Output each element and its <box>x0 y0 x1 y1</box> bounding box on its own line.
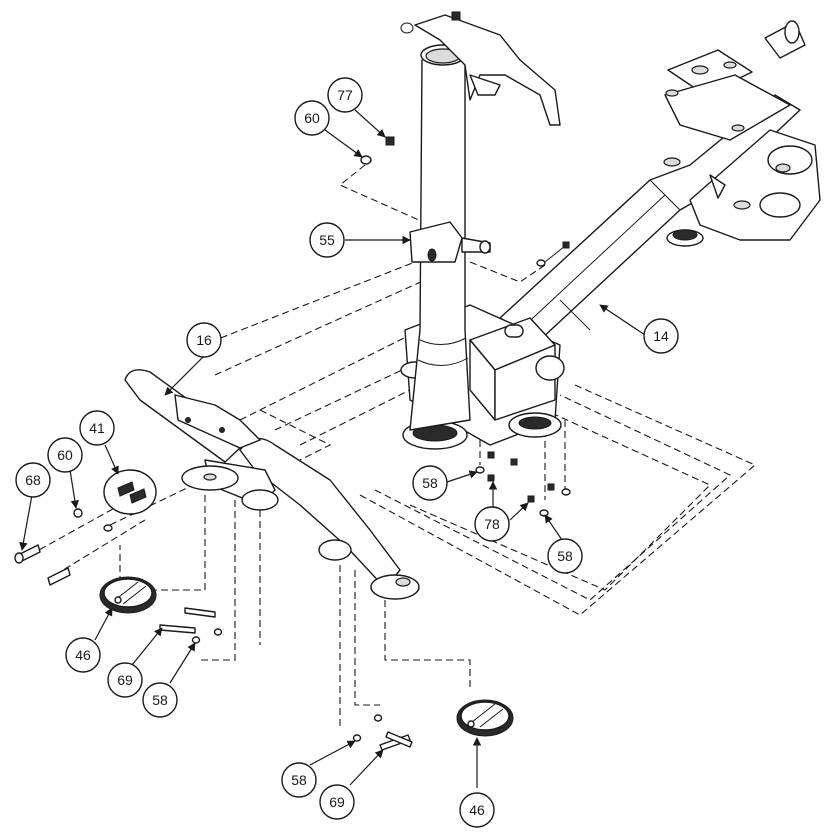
svg-text:55: 55 <box>319 232 335 248</box>
hardware-parts <box>14 136 571 751</box>
callout-58-right: 58 <box>547 538 583 574</box>
front-base-part <box>124 369 420 600</box>
callout-78: 78 <box>474 506 510 542</box>
callout-55: 55 <box>309 222 345 258</box>
callout-68: 68 <box>15 462 51 498</box>
svg-text:58: 58 <box>422 475 438 491</box>
end-cap-part-41 <box>103 469 157 515</box>
svg-text:77: 77 <box>337 87 353 103</box>
callout-69-bottom: 69 <box>319 784 355 820</box>
callout-58-bottom: 58 <box>281 762 317 798</box>
svg-text:14: 14 <box>653 328 669 344</box>
svg-text:58: 58 <box>291 772 307 788</box>
leveler-foot-part-46a <box>99 576 157 614</box>
callout-46-bottom: 46 <box>459 792 495 828</box>
svg-text:69: 69 <box>117 672 133 688</box>
svg-text:41: 41 <box>89 420 105 436</box>
callout-58-left: 58 <box>142 682 178 718</box>
callout-46-left: 46 <box>65 637 101 673</box>
callout-60-top: 60 <box>294 100 330 136</box>
svg-text:46: 46 <box>75 647 91 663</box>
assembly-dashed-lines <box>29 164 757 730</box>
callout-69-left: 69 <box>107 662 143 698</box>
svg-text:78: 78 <box>484 516 500 532</box>
main-frame-part <box>499 20 821 341</box>
svg-text:58: 58 <box>152 692 168 708</box>
svg-text:16: 16 <box>196 332 212 348</box>
callout-16: 16 <box>186 322 222 358</box>
callout-14: 14 <box>643 318 679 354</box>
svg-text:46: 46 <box>469 802 485 818</box>
callout-60-left: 60 <box>47 437 83 473</box>
svg-text:69: 69 <box>329 794 345 810</box>
svg-text:58: 58 <box>557 548 573 564</box>
svg-text:60: 60 <box>57 447 73 463</box>
leader-lines <box>19 109 646 788</box>
callout-41: 41 <box>79 410 115 446</box>
svg-text:68: 68 <box>25 472 41 488</box>
callout-77: 77 <box>327 77 363 113</box>
bracket-part-55 <box>409 221 570 267</box>
leveler-foot-part-46b <box>456 699 514 737</box>
svg-text:60: 60 <box>304 110 320 126</box>
callout-58-center: 58 <box>412 465 448 501</box>
